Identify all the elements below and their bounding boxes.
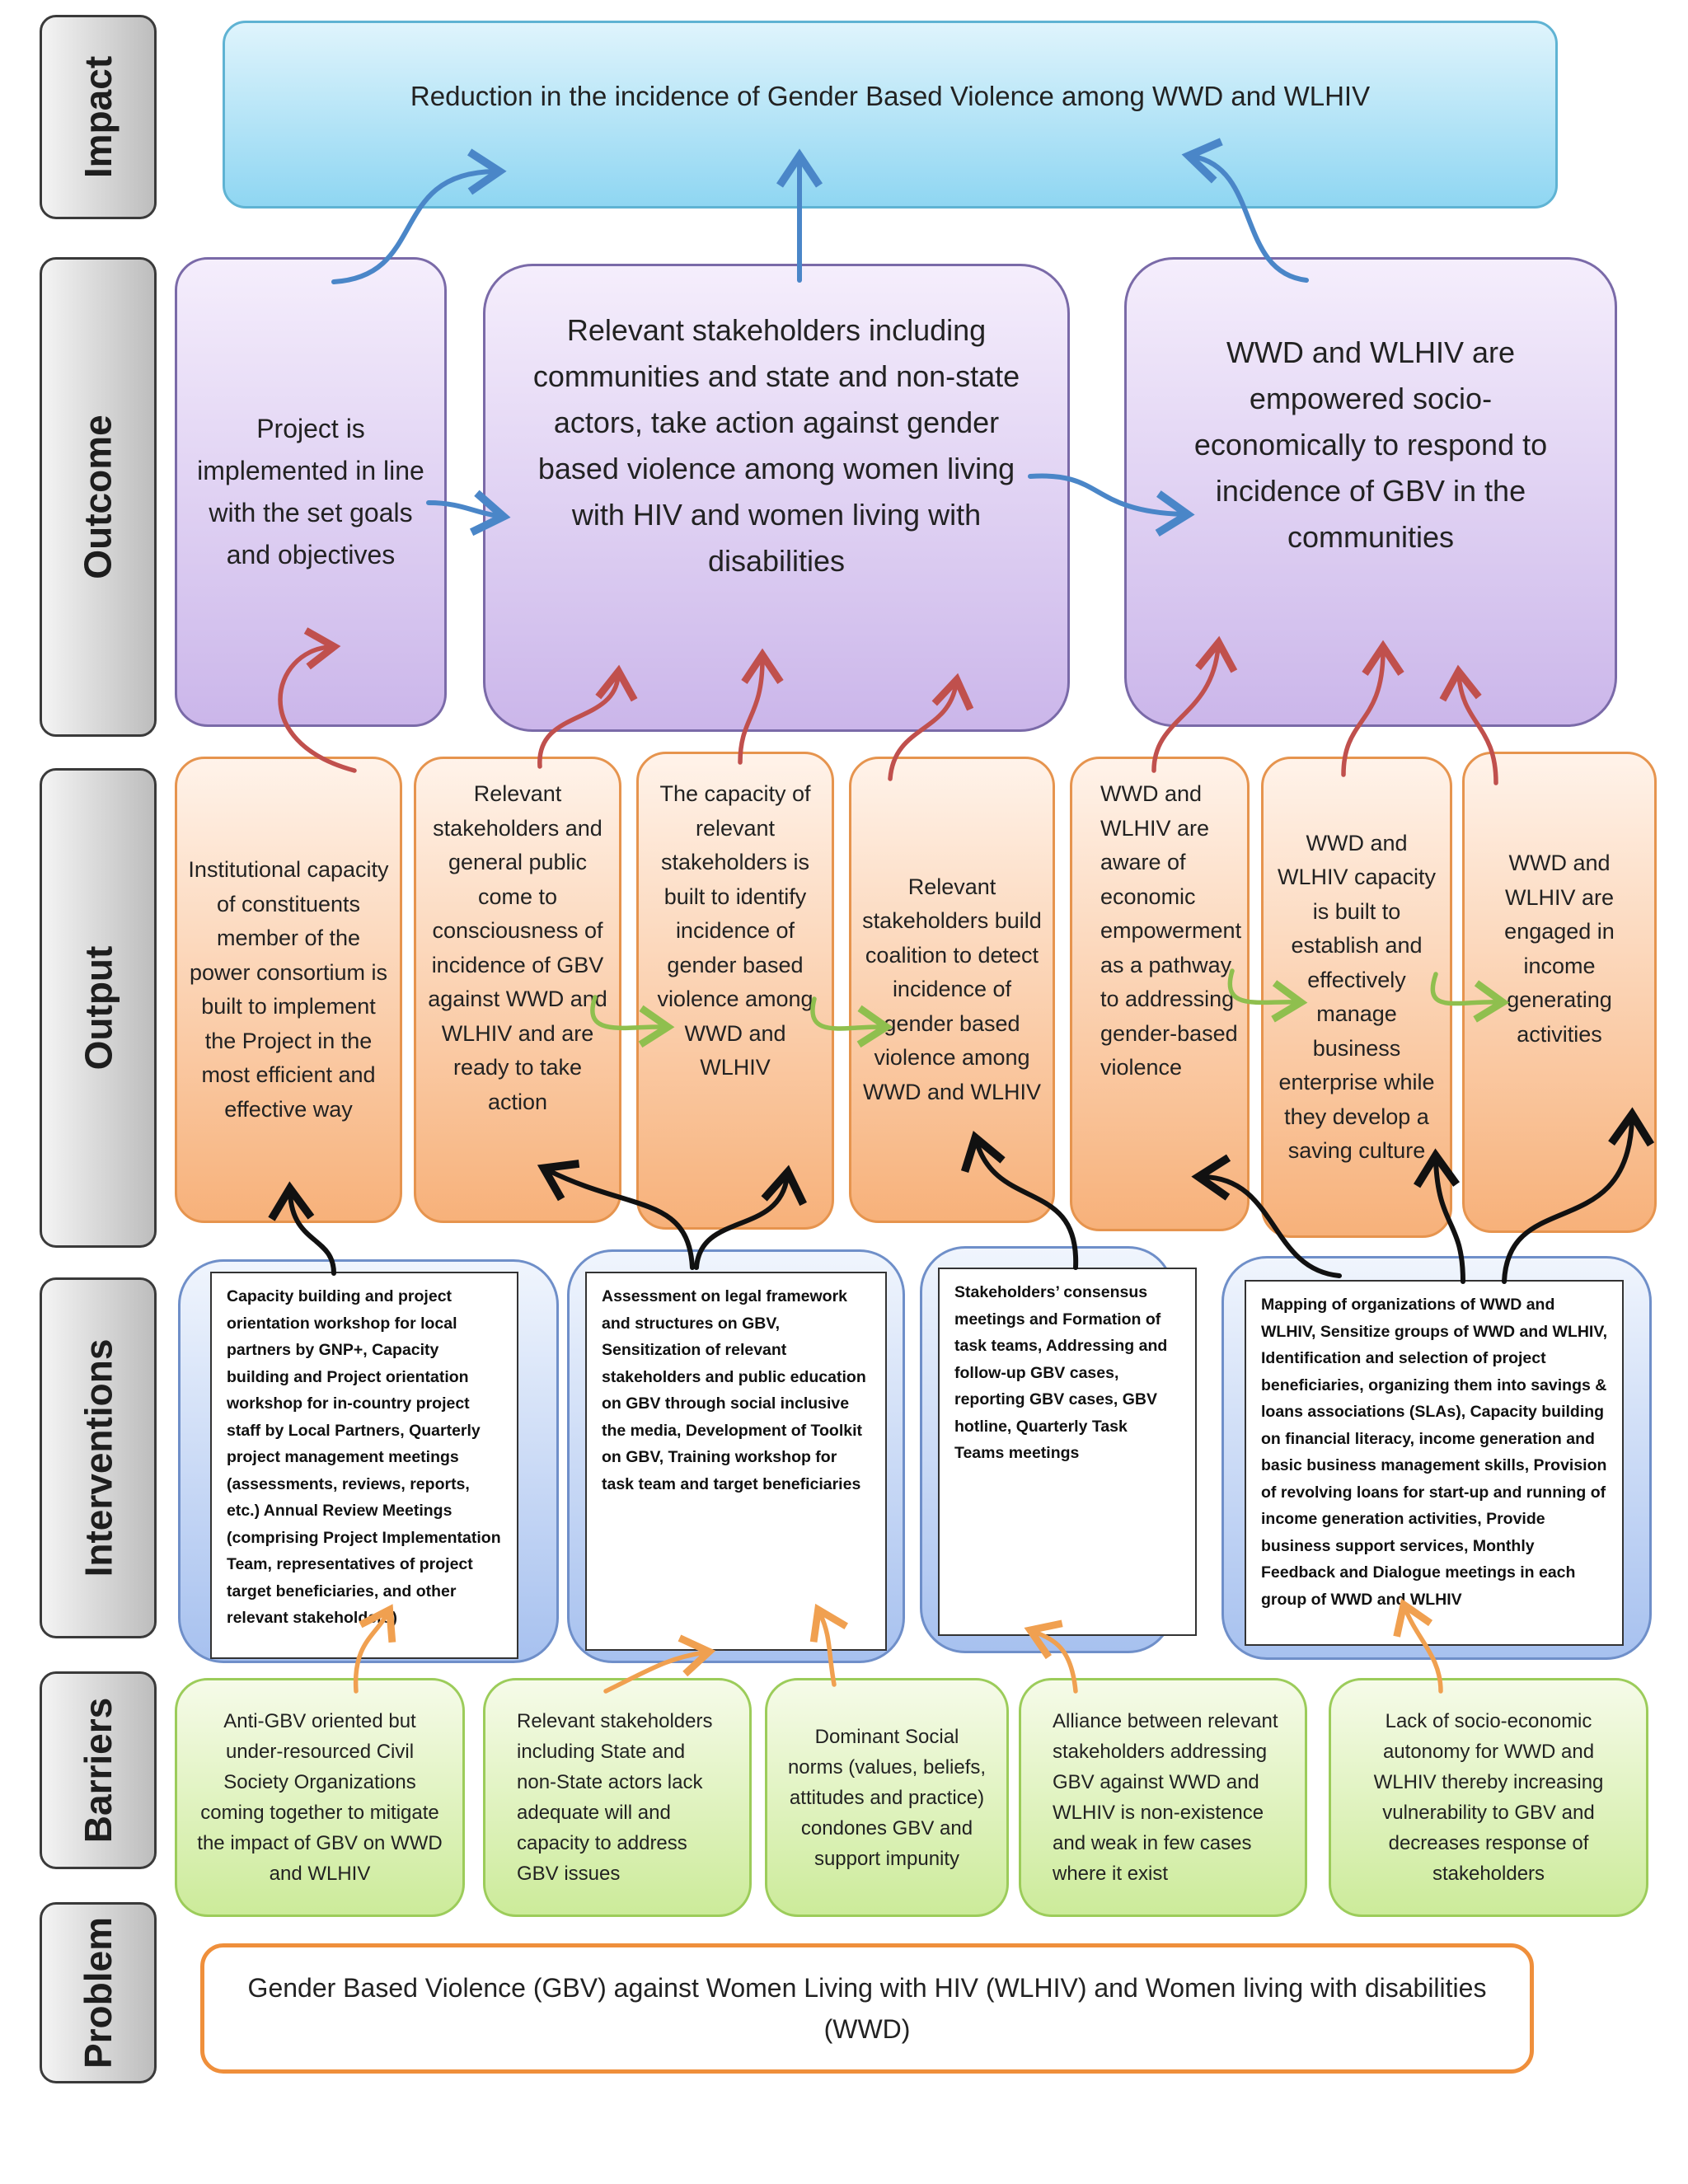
barrier-text-1: Anti-GBV oriented but under-resourced Ci…	[197, 1710, 443, 1885]
output-box-4: Relevant stakeholders build coalition to…	[849, 757, 1055, 1223]
intervention-text-2: Assessment on legal framework and struct…	[602, 1287, 866, 1493]
arrow-output6-outcome3	[1341, 640, 1404, 777]
arrow-output3-outcome2	[738, 648, 784, 765]
barrier-box-3: Dominant Social norms (values, beliefs, …	[765, 1678, 1009, 1917]
intervention-card-4: Mapping of organizations of WWD and WLHI…	[1245, 1280, 1624, 1646]
output-text-6: WWD and WLHIV capacity is built to estab…	[1277, 830, 1437, 1164]
output-text-7: WWD and WLHIV are engaged in income gene…	[1504, 851, 1615, 1047]
output-text-2: Relevant stakeholders and general public…	[428, 781, 607, 1114]
barrier-text-3: Dominant Social norms (values, beliefs, …	[787, 1725, 987, 1870]
arrow-intervention4-output5	[1191, 1154, 1342, 1278]
label-problem: Problem	[40, 1902, 157, 2083]
output-box-6: WWD and WLHIV capacity is built to estab…	[1261, 757, 1452, 1238]
problem-box: Gender Based Violence (GBV) against Wome…	[200, 1943, 1534, 2074]
arrow-output4-outcome2	[888, 673, 974, 781]
label-barriers: Barriers	[40, 1671, 157, 1869]
intervention-text-4: Mapping of organizations of WWD and WLHI…	[1261, 1296, 1607, 1609]
output-text-4: Relevant stakeholders build coalition to…	[862, 874, 1042, 1104]
arrow-intervention4-output6	[1414, 1148, 1465, 1284]
intervention-text-1: Capacity building and project orientatio…	[227, 1287, 501, 1627]
intervention-card-2: Assessment on legal framework and struct…	[585, 1272, 887, 1651]
output-text-1: Institutional capacity of constituents m…	[188, 857, 389, 1122]
arrow-barrier4-intervention3	[1024, 1619, 1078, 1694]
arrow-outcome2-outcome3	[1028, 473, 1195, 537]
arrow-output5-output6	[1227, 968, 1308, 1023]
output-text-5: WWD and WLHIV are aware of economic empo…	[1100, 781, 1242, 1080]
barrier-box-2: Relevant stakeholders including State an…	[483, 1678, 752, 1917]
outcome-box-1: Project is implemented in line with the …	[175, 257, 447, 727]
output-box-2: Relevant stakeholders and general public…	[414, 757, 621, 1223]
arrow-outcome3-impact	[1181, 138, 1309, 283]
arrow-intervention2-output3	[694, 1165, 807, 1270]
arrow-intervention3-output4	[961, 1130, 1079, 1270]
arrow-barrier2-intervention2	[603, 1634, 716, 1694]
impact-box: Reduction in the incidence of Gender Bas…	[223, 21, 1558, 209]
problem-text: Gender Based Violence (GBV) against Wome…	[247, 1973, 1487, 2044]
label-impact: Impact	[40, 15, 157, 219]
arrow-intervention1-output1	[268, 1181, 336, 1276]
arrow-output1-outcome1	[278, 627, 357, 773]
intervention-text-3: Stakeholders’ consensus meetings and For…	[954, 1283, 1168, 1462]
output-box-1: Institutional capacity of constituents m…	[175, 757, 402, 1223]
intervention-card-1: Capacity building and project orientatio…	[210, 1272, 518, 1659]
output-box-5: WWD and WLHIV are aware of economic empo…	[1070, 757, 1250, 1231]
barrier-box-1: Anti-GBV oriented but under-resourced Ci…	[175, 1678, 465, 1917]
barrier-text-2: Relevant stakeholders including State an…	[517, 1710, 713, 1885]
label-interventions: Interventions	[40, 1277, 157, 1638]
barrier-box-5: Lack of socio-economic autonomy for WWD …	[1329, 1678, 1648, 1917]
arrow-output2-output3	[590, 995, 675, 1048]
intervention-card-3: Stakeholders’ consensus meetings and For…	[938, 1268, 1197, 1636]
barrier-text-4: Alliance between relevant stakeholders a…	[1053, 1710, 1278, 1885]
outcome-text-2: Relevant stakeholders including communit…	[532, 313, 1020, 578]
label-output: Output	[40, 768, 157, 1248]
arrow-barrier5-intervention4	[1393, 1598, 1443, 1694]
arrow-outcome1-outcome2	[426, 490, 511, 537]
arrow-barrier3-intervention2	[809, 1603, 848, 1687]
output-box-3: The capacity of relevant stakeholders is…	[636, 752, 834, 1230]
arrow-output6-output7	[1430, 972, 1510, 1023]
outcome-text-1: Project is implemented in line with the …	[197, 414, 424, 569]
impact-text: Reduction in the incidence of Gender Bas…	[410, 81, 1371, 111]
barrier-box-4: Alliance between relevant stakeholders a…	[1019, 1678, 1307, 1917]
arrow-output2-outcome2	[537, 664, 638, 769]
outcome-text-3: WWD and WLHIV are empowered socio-econom…	[1193, 335, 1548, 554]
arrow-outcome1-impact	[331, 148, 507, 284]
label-outcome: Outcome	[40, 257, 157, 737]
arrow-output5-outcome3	[1151, 635, 1238, 773]
arrow-output3-output4	[810, 996, 893, 1048]
arrow-output7-outcome3	[1439, 664, 1498, 785]
arrow-intervention4-output7	[1502, 1107, 1655, 1284]
arrow-barrier1-intervention1	[353, 1604, 396, 1694]
output-text-3: The capacity of relevant stakeholders is…	[657, 781, 814, 1080]
barrier-text-5: Lack of socio-economic autonomy for WWD …	[1373, 1710, 1604, 1885]
arrow-intervention2-output2	[537, 1160, 695, 1270]
